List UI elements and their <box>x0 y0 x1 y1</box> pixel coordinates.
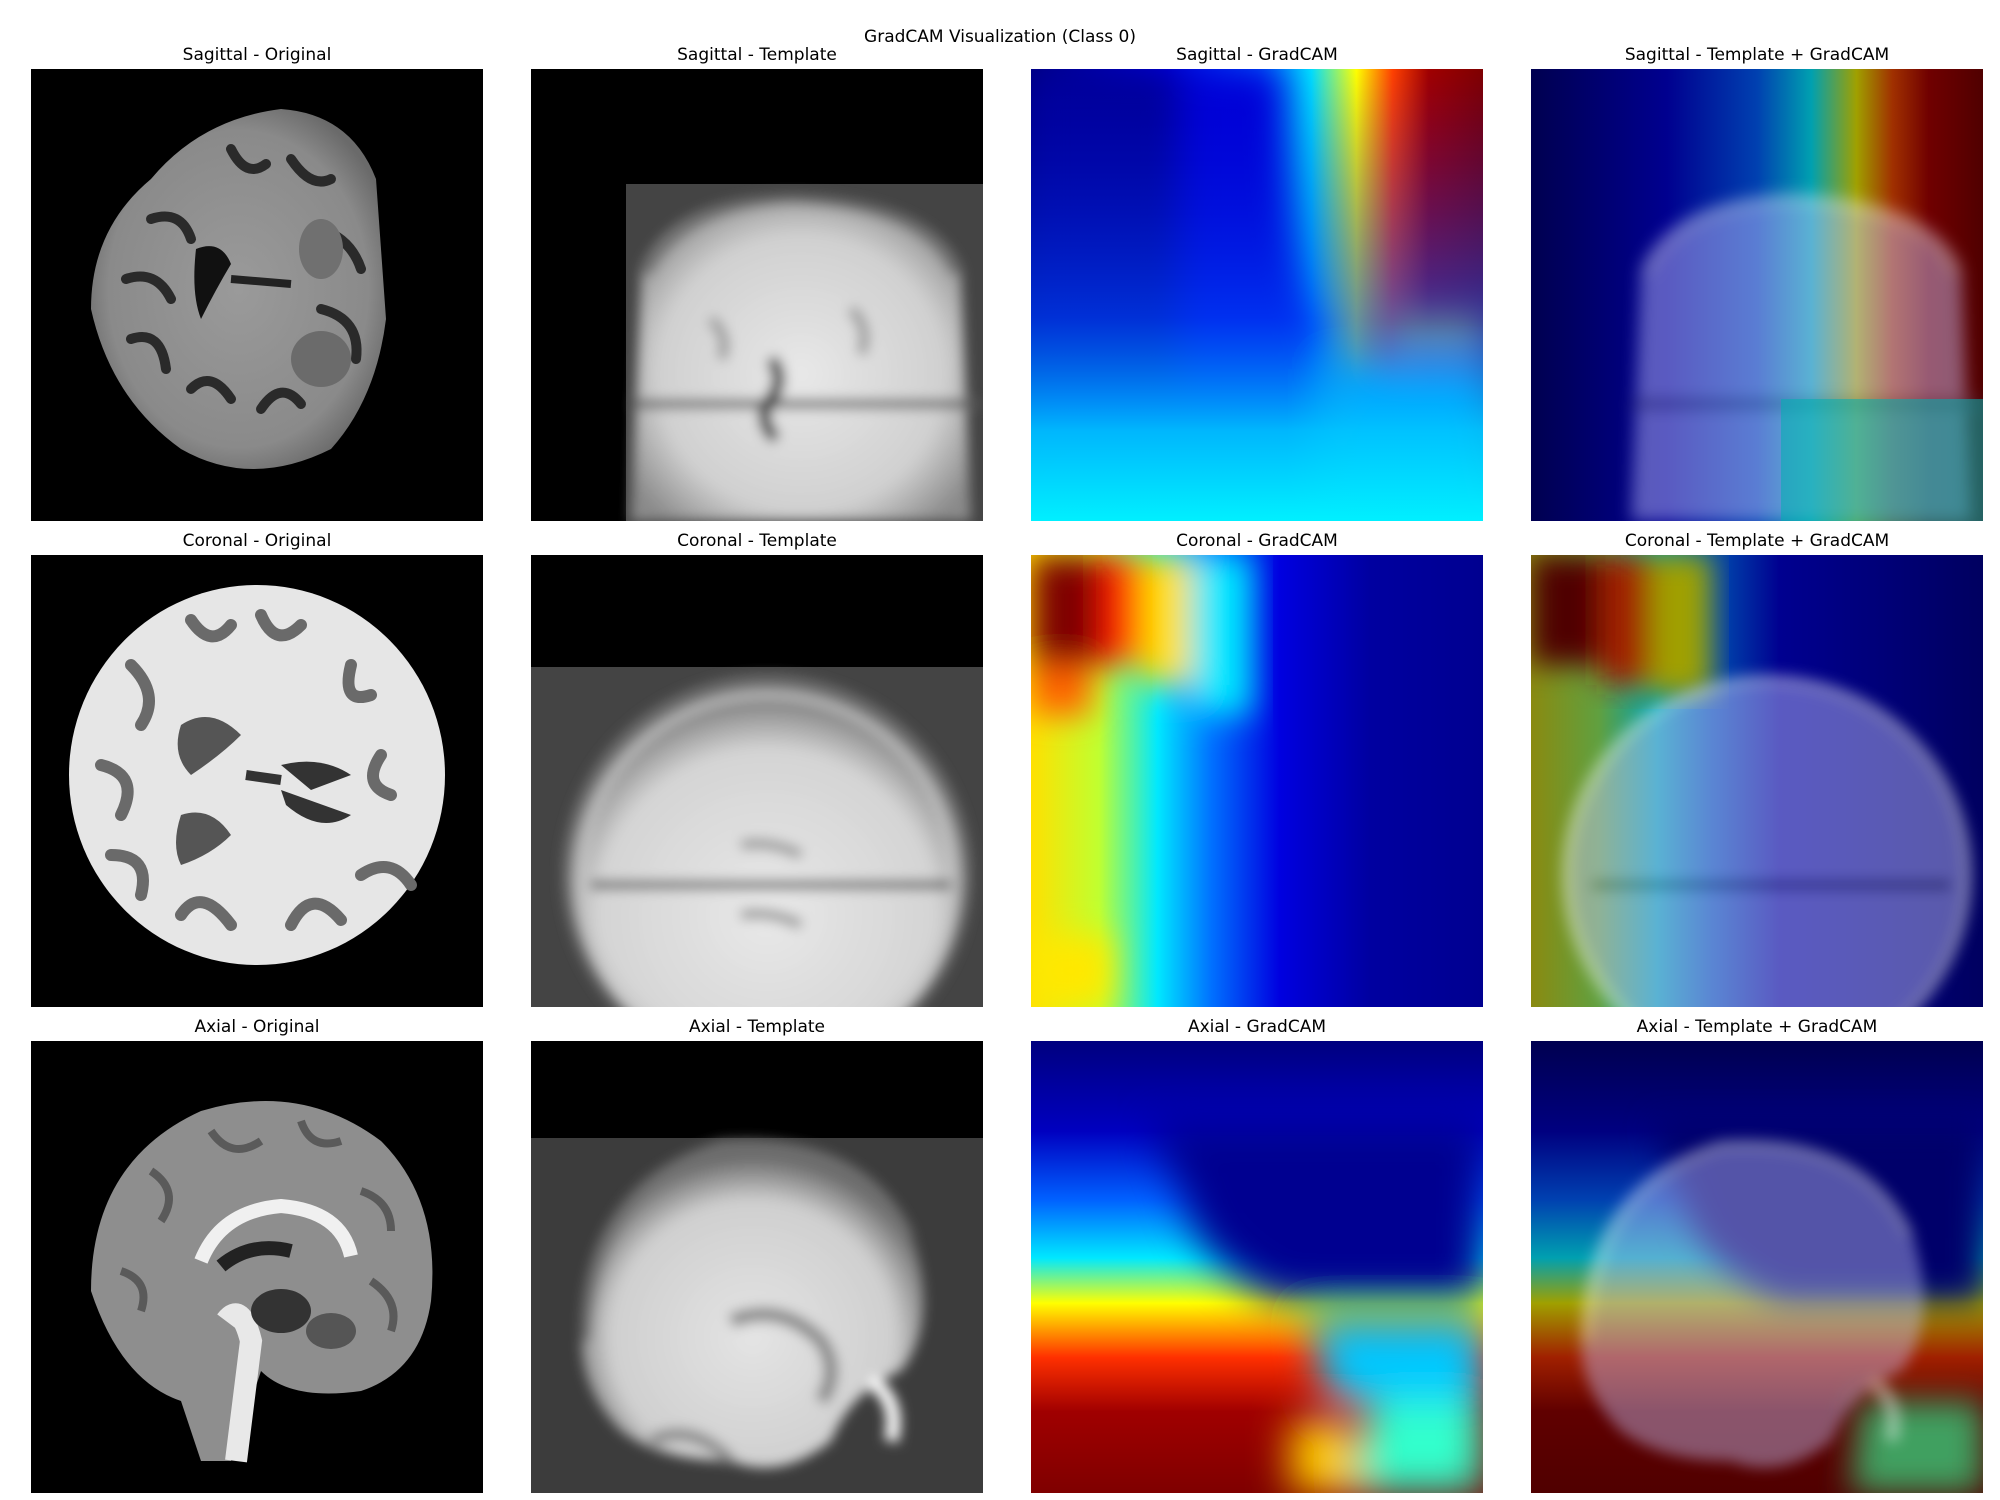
panel-title-sagittal-overlay: Sagittal - Template + GradCAM <box>1624 45 1890 65</box>
panel-title-axial-template: Axial - Template <box>688 1017 826 1037</box>
panel-title-axial-original: Axial - Original <box>194 1017 320 1037</box>
panel-title-sagittal-gradcam: Sagittal - GradCAM <box>1176 45 1338 65</box>
coronal-template-image <box>531 555 983 1007</box>
sagittal-original-image <box>31 69 483 521</box>
axial-gradcam-image <box>1031 1041 1483 1493</box>
axial-overlay-image <box>1531 1041 1983 1493</box>
panel-title-sagittal-original: Sagittal - Original <box>182 45 332 65</box>
panel-title-coronal-original: Coronal - Original <box>182 531 332 551</box>
panel-title-axial-gradcam: Axial - GradCAM <box>1187 1017 1327 1037</box>
coronal-original-image <box>31 555 483 1007</box>
sagittal-template-image <box>531 69 983 521</box>
figure-title: GradCAM Visualization (Class 0) <box>864 27 1136 47</box>
sagittal-gradcam-image <box>1031 69 1483 521</box>
coronal-overlay-image <box>1531 555 1983 1007</box>
panel-title-coronal-overlay: Coronal - Template + GradCAM <box>1624 531 1890 551</box>
panel-title-coronal-gradcam: Coronal - GradCAM <box>1176 531 1338 551</box>
coronal-gradcam-image <box>1031 555 1483 1007</box>
axial-original-image <box>31 1041 483 1493</box>
axial-template-image <box>531 1041 983 1493</box>
panel-title-coronal-template: Coronal - Template <box>677 531 837 551</box>
panel-title-axial-overlay: Axial - Template + GradCAM <box>1636 1017 1878 1037</box>
panel-title-sagittal-template: Sagittal - Template <box>677 45 837 65</box>
sagittal-overlay-image <box>1531 69 1983 521</box>
